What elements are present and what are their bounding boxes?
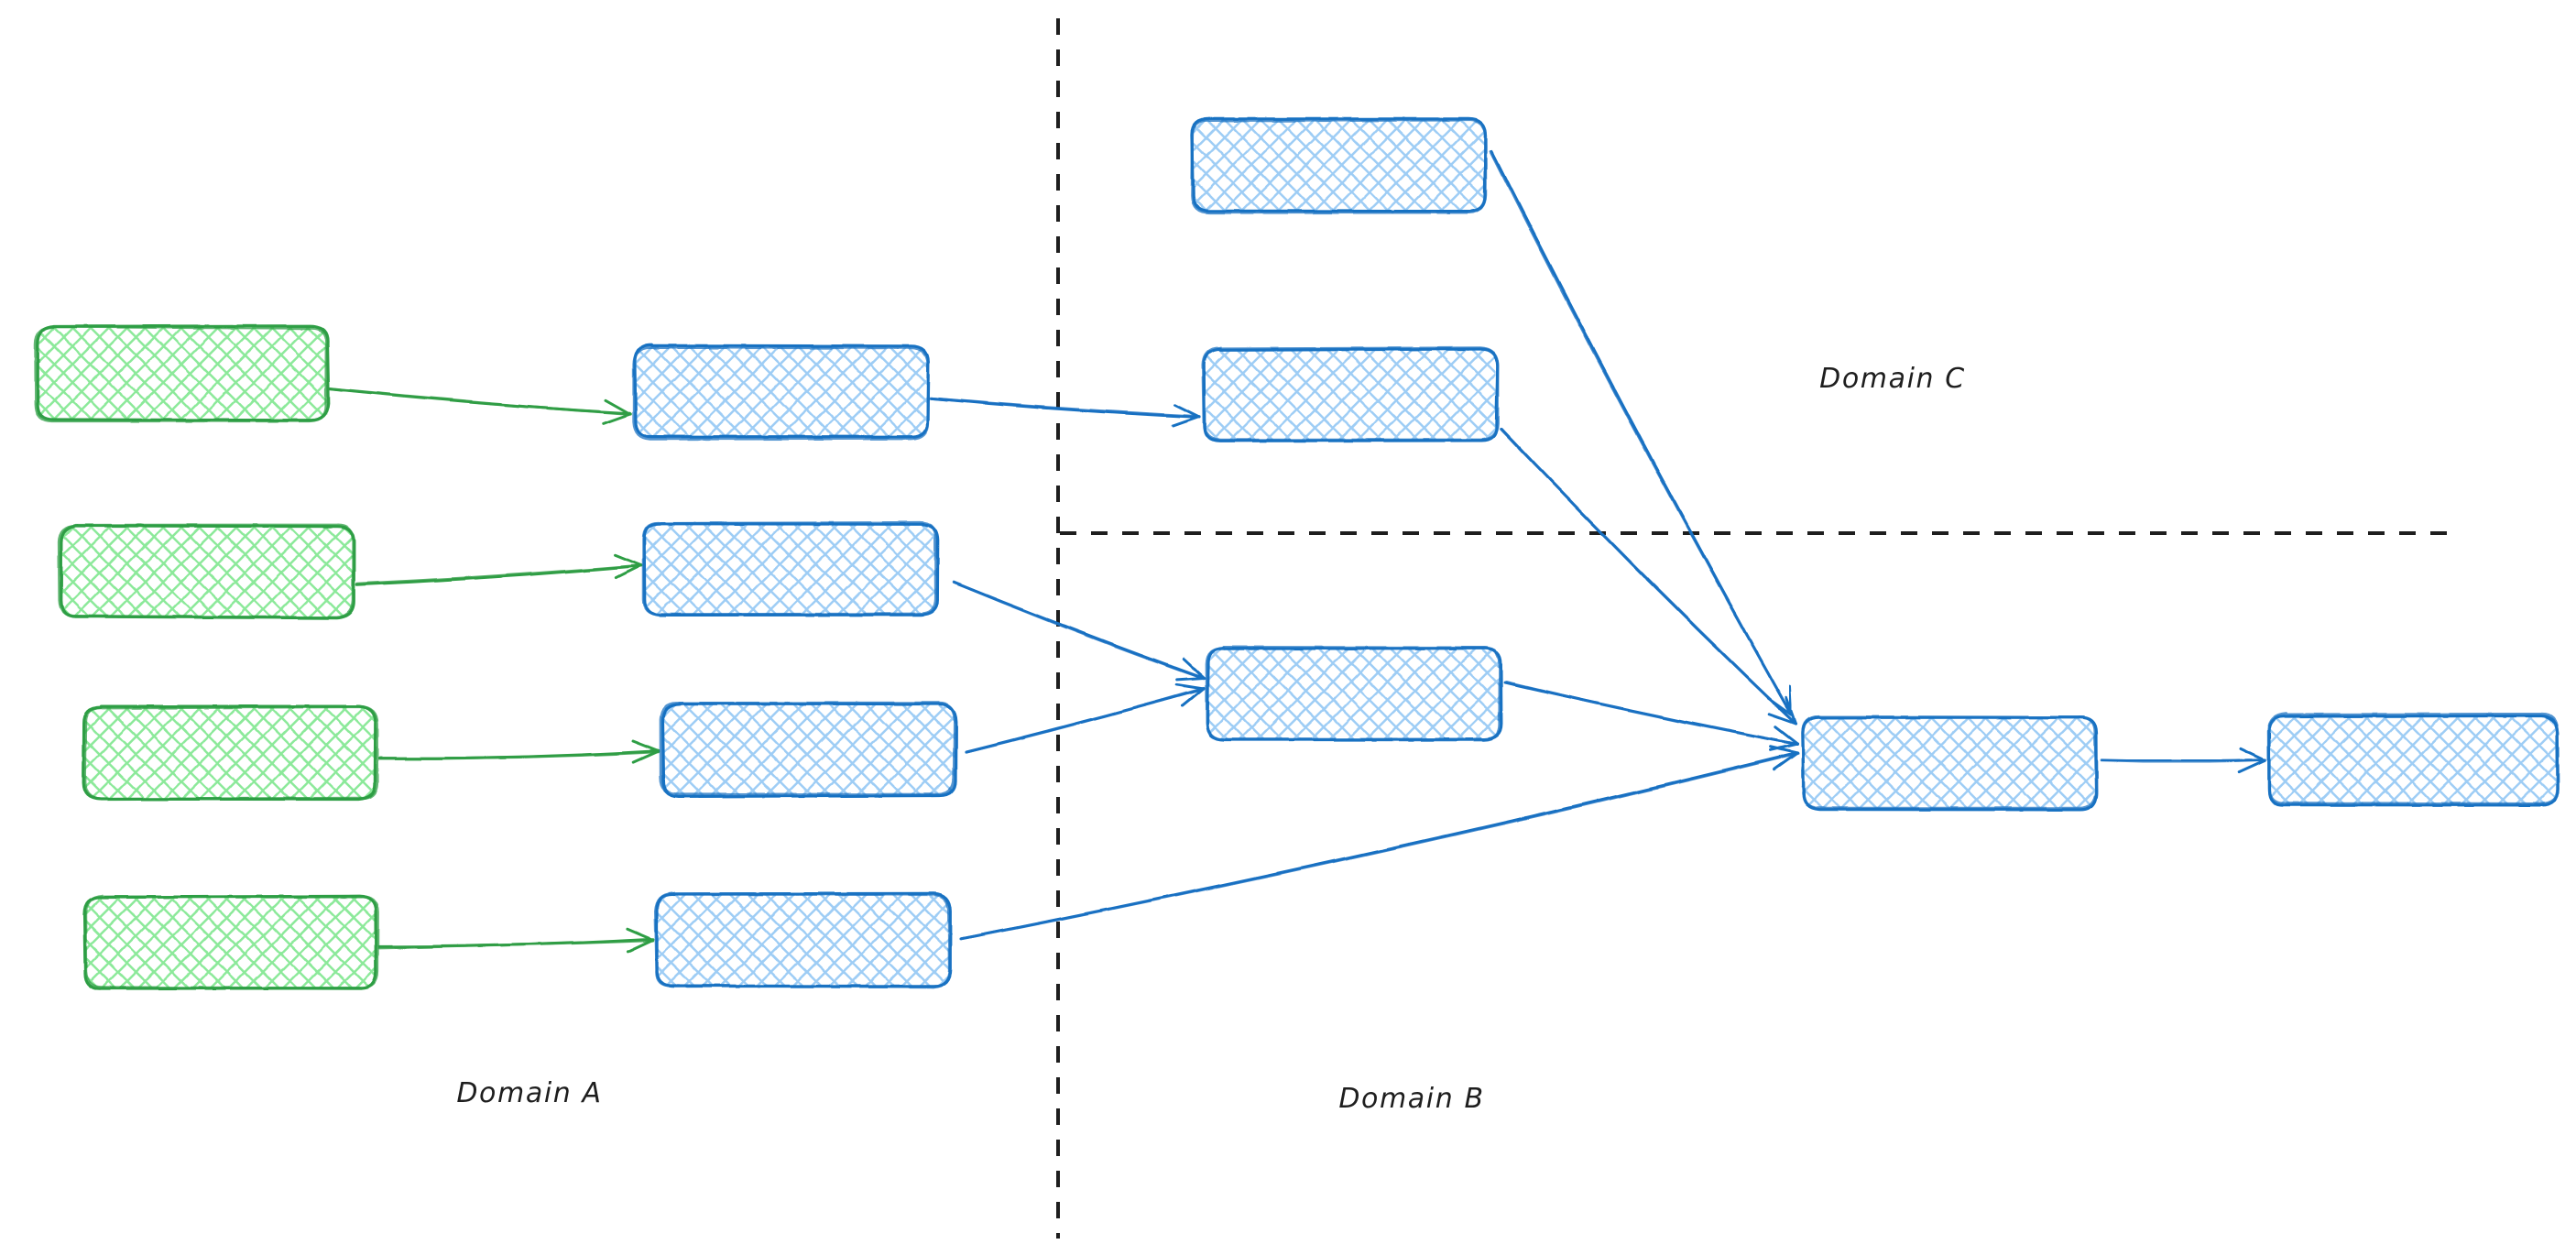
edge-line <box>377 939 655 950</box>
node-outline <box>34 325 328 423</box>
node-fill <box>661 703 955 796</box>
node-b2[interactable] <box>641 520 940 617</box>
arrowhead-stroke <box>2238 747 2266 762</box>
edge-e-a1-b1 <box>326 387 632 425</box>
node-fill <box>1801 716 2096 809</box>
edge-line <box>1490 149 1794 716</box>
node-a3[interactable] <box>82 704 379 802</box>
edge-e-a3-b3 <box>377 739 660 764</box>
nodes-layer <box>34 117 2560 990</box>
arrowhead-stroke <box>626 938 655 954</box>
domain-dividers <box>1056 18 2458 1239</box>
arrowhead-stroke <box>631 739 660 753</box>
arrowhead-stroke <box>1182 657 1206 680</box>
edge-e-a4-b4 <box>377 927 655 954</box>
edge-line <box>378 750 660 760</box>
arrowhead-stroke <box>1767 713 1797 726</box>
node-fill <box>656 893 951 987</box>
arrowhead-stroke <box>1172 415 1201 428</box>
edge-e-c3-d1 <box>1503 681 1799 752</box>
edge-line <box>929 397 1201 419</box>
node-d1[interactable] <box>1801 715 2099 812</box>
edge-e-a2-b2 <box>355 553 643 586</box>
node-fill <box>84 707 377 800</box>
node-outline <box>83 894 379 990</box>
node-fill <box>1193 118 1488 211</box>
node-outline <box>83 704 379 802</box>
node-fill <box>36 326 328 420</box>
node-b4[interactable] <box>653 891 952 988</box>
node-fill <box>634 345 927 438</box>
edge-line <box>965 686 1206 754</box>
edge-line <box>355 563 641 585</box>
arrowhead-stroke <box>632 749 660 764</box>
edge-e-d1-d2 <box>2100 747 2266 774</box>
arrowhead-stroke <box>613 553 642 567</box>
node-c3[interactable] <box>1205 646 1503 742</box>
edge-e-c2-d1 <box>1499 427 1797 726</box>
node-d2[interactable] <box>2266 712 2560 807</box>
label-domain-c: Domain C <box>1819 363 1966 395</box>
arrowhead-stroke <box>1785 696 1797 726</box>
node-a4[interactable] <box>82 894 379 990</box>
node-outline <box>2266 712 2560 806</box>
edge-e-b1-c2 <box>929 397 1201 428</box>
arrowhead-stroke <box>1774 726 1799 746</box>
node-c2[interactable] <box>1201 346 1500 442</box>
node-b3[interactable] <box>659 701 958 799</box>
edge-line <box>1490 150 1793 715</box>
node-b1[interactable] <box>632 343 930 441</box>
node-outline <box>641 520 938 617</box>
node-outline <box>57 523 355 619</box>
edge-line <box>959 751 1800 941</box>
node-fill <box>1203 348 1496 441</box>
edge-line <box>2100 758 2266 763</box>
node-fill <box>60 525 355 617</box>
edge-line <box>960 751 1798 941</box>
arrowhead-stroke <box>626 927 655 942</box>
arrowhead-stroke <box>1173 403 1201 419</box>
edge-line <box>952 581 1206 680</box>
node-outline <box>1205 646 1501 742</box>
label-domain-a: Domain A <box>456 1077 602 1109</box>
node-outline <box>1801 715 2099 810</box>
node-c1[interactable] <box>1190 117 1488 214</box>
arrowhead-stroke <box>1769 742 1799 752</box>
arrowhead-stroke <box>1175 682 1206 691</box>
node-fill <box>643 523 938 617</box>
edge-line <box>326 387 632 416</box>
edge-e-b4-d1 <box>959 745 1800 941</box>
node-outline <box>653 891 952 988</box>
edge-e-b3-c3 <box>965 682 1206 754</box>
edge-e-b2-c3 <box>952 581 1206 682</box>
arrowhead-stroke <box>2237 758 2266 774</box>
node-outline <box>1190 118 1488 214</box>
edge-line <box>1504 681 1799 746</box>
edge-line <box>1499 427 1797 726</box>
arrowhead-stroke <box>1773 751 1799 771</box>
arrowhead-stroke <box>1181 687 1206 707</box>
node-fill <box>1207 647 1501 740</box>
edge-line <box>1500 427 1797 726</box>
arrowhead-stroke <box>604 398 632 416</box>
domain-labels-layer: Domain A Domain B Domain C <box>456 363 1966 1115</box>
label-domain-b: Domain B <box>1338 1083 1484 1115</box>
node-a1[interactable] <box>34 324 331 423</box>
node-fill <box>2269 714 2559 804</box>
edge-e-c1-d1 <box>1490 149 1794 716</box>
node-outline <box>632 345 930 441</box>
node-outline <box>659 701 956 796</box>
node-a2[interactable] <box>57 523 355 620</box>
node-fill <box>84 895 377 988</box>
node-outline <box>1201 346 1500 442</box>
arrowhead-stroke <box>614 563 642 580</box>
edges-layer <box>326 149 2266 954</box>
arrowhead-stroke <box>602 412 632 425</box>
arrowhead-stroke <box>1175 676 1206 682</box>
